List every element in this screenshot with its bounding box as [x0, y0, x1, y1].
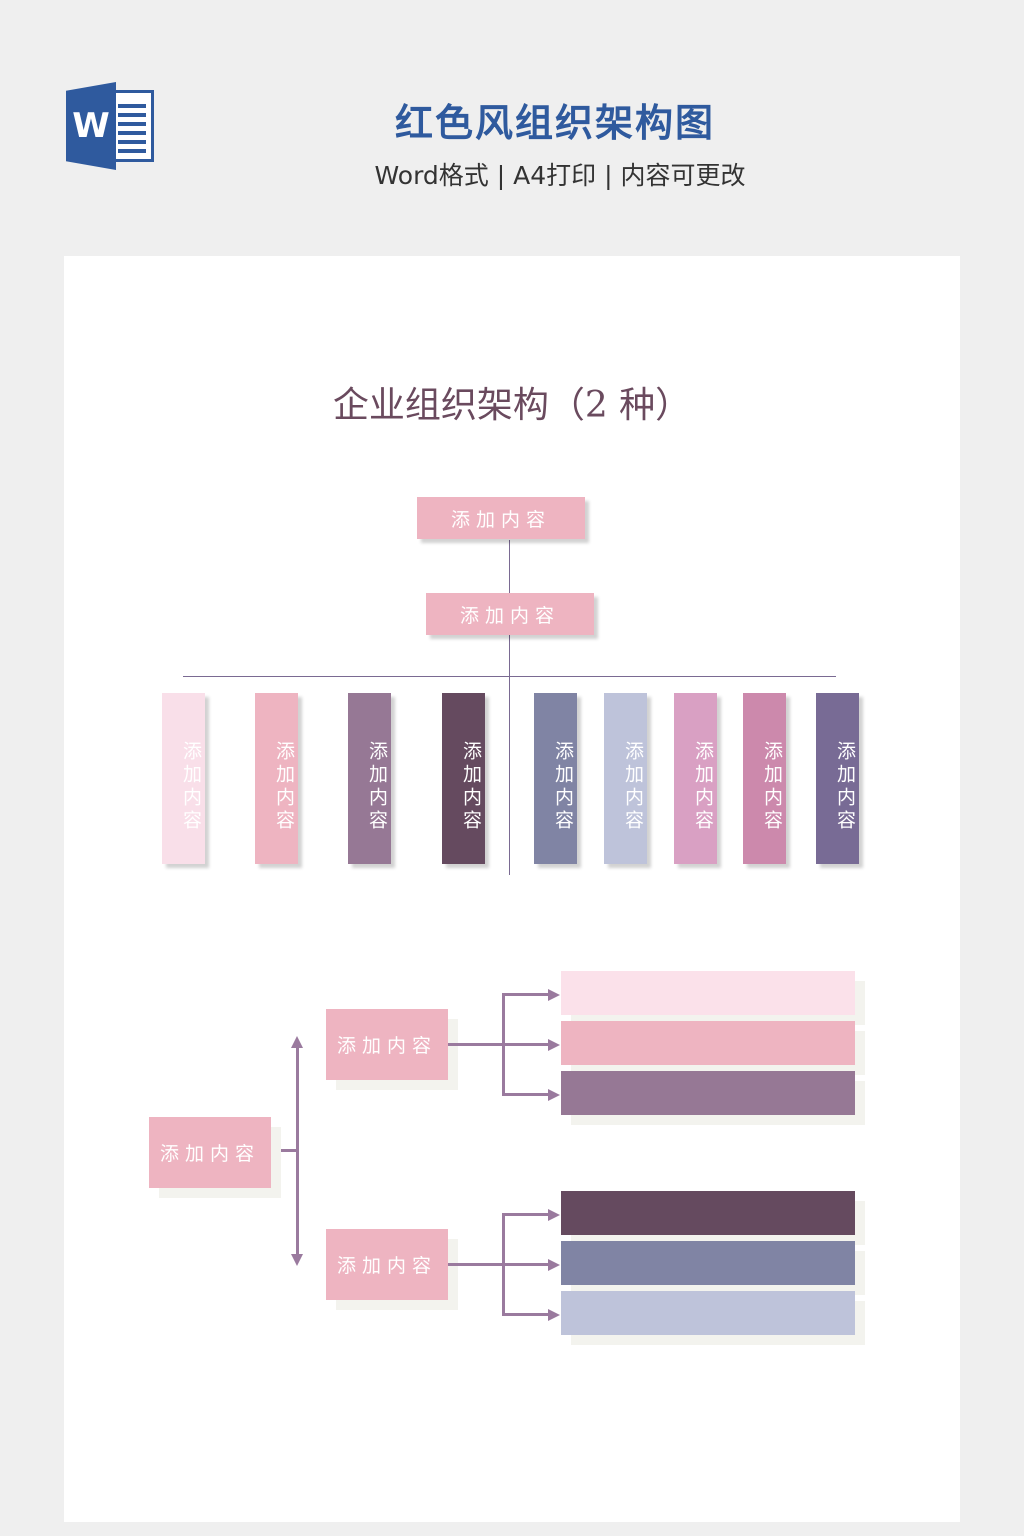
content-bar[interactable] — [561, 1021, 855, 1065]
org-column-box[interactable]: 添加内容 — [743, 693, 786, 864]
content-bar[interactable] — [561, 1241, 855, 1285]
org-column-box[interactable]: 添加内容 — [816, 693, 859, 864]
word-icon: W — [66, 82, 156, 170]
org-column-box[interactable]: 添加内容 — [534, 693, 577, 864]
branch-box[interactable]: 添加内容 — [326, 1229, 448, 1300]
arrow-icon — [548, 989, 560, 1001]
content-bar[interactable] — [561, 1291, 855, 1335]
org-top-box[interactable]: 添加内容 — [417, 497, 585, 539]
root-box[interactable]: 添加内容 — [149, 1117, 271, 1188]
org-column-box[interactable]: 添加内容 — [255, 693, 298, 864]
page-subtitle: Word格式 | A4打印 | 内容可更改 — [374, 161, 746, 190]
arrow-icon — [548, 1309, 560, 1321]
branch-box[interactable]: 添加内容 — [326, 1009, 448, 1080]
org-column-box[interactable]: 添加内容 — [162, 693, 205, 864]
org-column-box[interactable]: 添加内容 — [442, 693, 485, 864]
page-title: 红色风组织架构图 — [394, 101, 715, 145]
content-bar[interactable] — [561, 1071, 855, 1115]
document-title: 企业组织架构（2 种） — [332, 385, 692, 426]
org-column-box[interactable]: 添加内容 — [674, 693, 717, 864]
arrow-icon — [548, 1089, 560, 1101]
org-column-box[interactable]: 添加内容 — [604, 693, 647, 864]
content-bar[interactable] — [561, 971, 855, 1015]
arrow-icon — [548, 1259, 560, 1271]
document-page: 企业组织架构（2 种） 添加内容 添加内容 添加内容添加内容添加内容添加内容添加… — [64, 256, 960, 1522]
org-column-box[interactable]: 添加内容 — [348, 693, 391, 864]
arrow-icon — [548, 1209, 560, 1221]
content-bar[interactable] — [561, 1191, 855, 1235]
arrow-icon — [548, 1039, 560, 1051]
org-second-box[interactable]: 添加内容 — [426, 593, 594, 635]
